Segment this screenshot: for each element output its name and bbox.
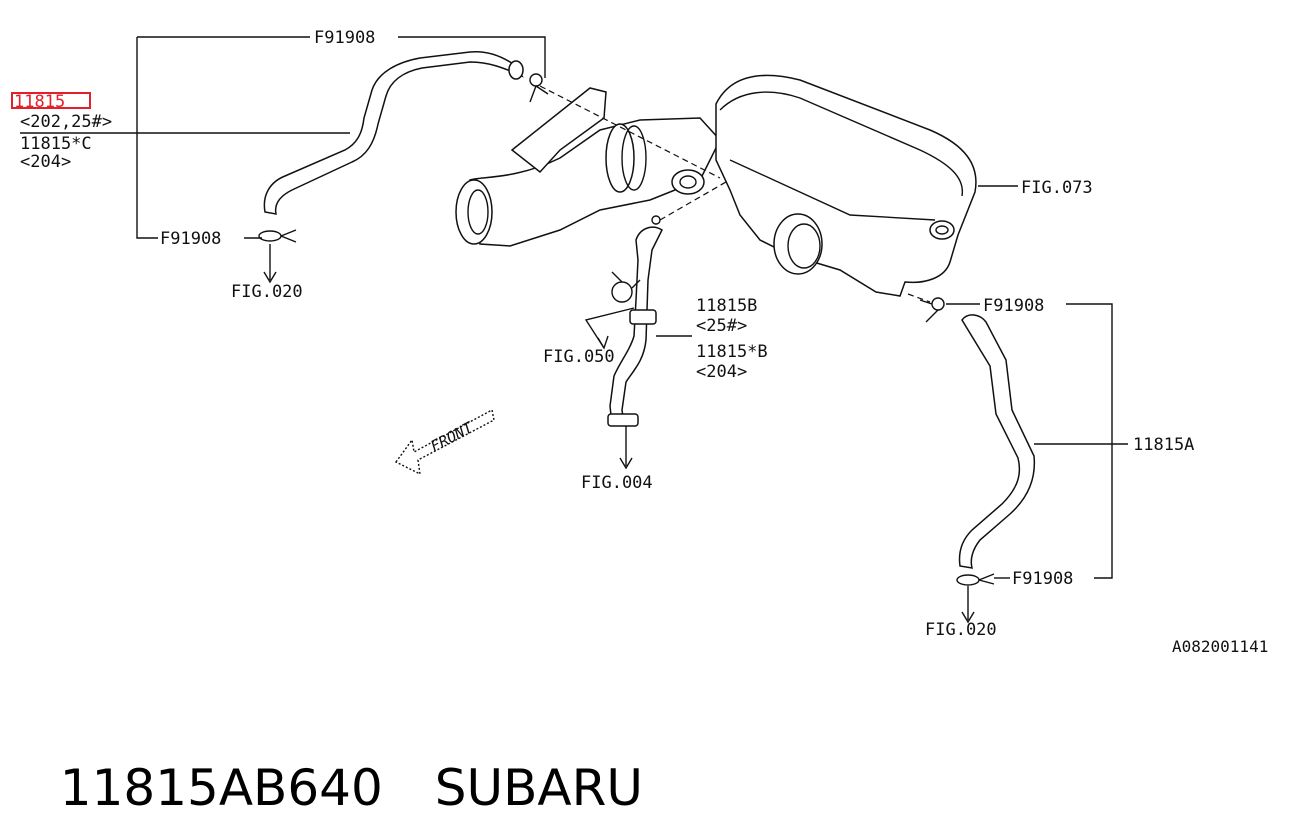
- label-clip-right-bottom[interactable]: F91908: [1012, 569, 1073, 589]
- hose-11815a[interactable]: [958, 314, 1036, 569]
- clamp-top[interactable]: [529, 73, 549, 103]
- label-part-b[interactable]: 11815B: [696, 296, 757, 316]
- part-caption: 11815AB640 SUBARU: [28, 683, 643, 817]
- hose-11815b[interactable]: [607, 215, 663, 427]
- label-part-star-b-note: <204>: [696, 362, 747, 382]
- clamp-right-bottom[interactable]: [956, 573, 995, 586]
- label-fig-073[interactable]: FIG.073: [1021, 178, 1093, 198]
- hose-11815[interactable]: [263, 50, 524, 215]
- label-part-star-b[interactable]: 11815*B: [696, 342, 768, 362]
- parts-diagram: FRONT 11815 <202,25#> 11815*C <204> F919…: [11, 28, 1268, 656]
- label-part-b-note: <25#>: [696, 316, 747, 336]
- front-label: FRONT: [427, 418, 476, 456]
- label-part-c-note: <204>: [20, 152, 71, 172]
- front-arrow: FRONT: [394, 408, 495, 476]
- label-fig-020-left[interactable]: FIG.020: [231, 282, 303, 302]
- label-fig-004[interactable]: FIG.004: [581, 473, 653, 493]
- diagram-id: A082001141: [1172, 637, 1268, 656]
- label-clip-left[interactable]: F91908: [160, 229, 221, 249]
- intake-duct[interactable]: [455, 87, 721, 247]
- label-part-highlight-note: <202,25#>: [20, 112, 112, 132]
- caption-brand: SUBARU: [434, 759, 643, 817]
- label-fig-050[interactable]: FIG.050: [543, 347, 615, 367]
- label-part-highlight[interactable]: 11815: [14, 92, 65, 112]
- air-cleaner-case[interactable]: [715, 74, 977, 297]
- highlight-box: [11, 92, 91, 109]
- label-part-a[interactable]: 11815A: [1133, 435, 1194, 455]
- label-clip-right-top[interactable]: F91908: [983, 296, 1044, 316]
- label-clip-top[interactable]: F91908: [314, 28, 375, 48]
- label-part-c[interactable]: 11815*C: [20, 134, 92, 154]
- clamp-left[interactable]: [258, 229, 297, 243]
- clamp-right-top[interactable]: [919, 297, 945, 323]
- label-fig-020-right[interactable]: FIG.020: [925, 620, 997, 640]
- caption-part-number: 11815AB640: [59, 759, 383, 817]
